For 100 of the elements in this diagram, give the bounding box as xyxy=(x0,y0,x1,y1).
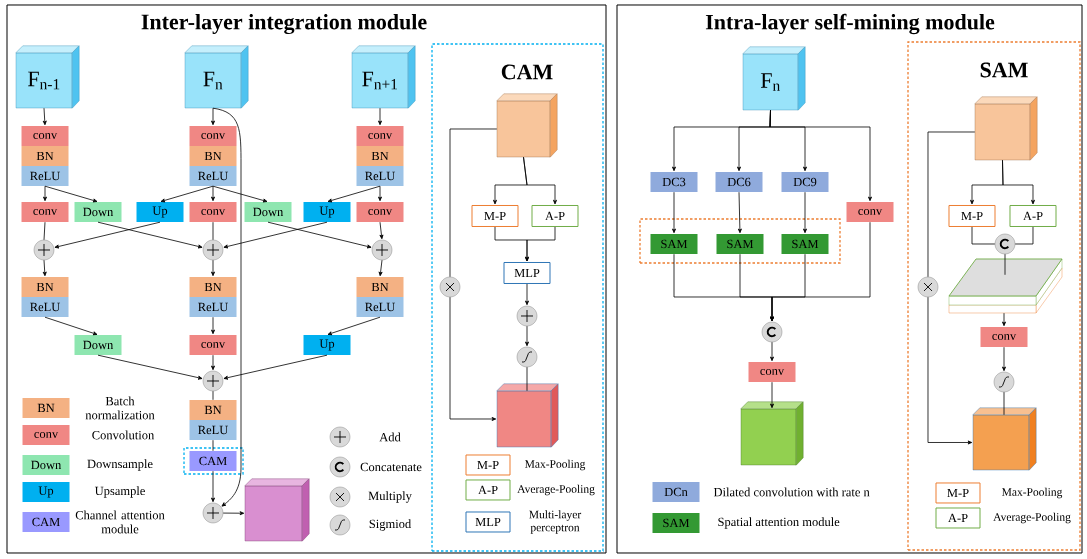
add-symbol xyxy=(202,239,224,261)
multiply-symbol xyxy=(439,276,461,298)
legend-text: Add xyxy=(379,432,401,442)
layer-block: conv xyxy=(846,202,894,222)
arrow xyxy=(54,221,161,249)
arrow xyxy=(378,259,383,277)
arrow xyxy=(525,325,529,347)
legend-text: Spatial attention module xyxy=(718,517,840,529)
arrow xyxy=(1002,312,1006,327)
add-symbol xyxy=(516,305,538,327)
layer-block: BN xyxy=(189,277,237,297)
arrow xyxy=(523,156,557,205)
layer-block: SAM xyxy=(716,234,764,254)
add-symbol xyxy=(371,239,393,261)
layer-block: conv xyxy=(189,202,237,222)
arrow xyxy=(212,107,242,507)
arrow xyxy=(211,185,215,202)
layer-block: BN xyxy=(189,400,237,420)
feature-cube: F$_{n}$ xyxy=(742,46,806,111)
legend-key: A-P xyxy=(935,507,981,529)
connector-line xyxy=(1004,253,1006,276)
layer-block: ReLU xyxy=(356,166,404,186)
legend-text: Convolution xyxy=(92,430,155,440)
sigmoid-symbol xyxy=(516,346,538,368)
layer-block: conv xyxy=(356,126,404,146)
layer-block: Down xyxy=(74,335,122,355)
legend-text: Average-Pooling xyxy=(993,512,1071,524)
operation-box: A-P xyxy=(531,205,579,227)
legend-text: Concatenate xyxy=(360,462,422,472)
sigmoid-symbol xyxy=(993,371,1015,393)
layer-block: BN xyxy=(356,146,404,166)
arrow xyxy=(43,185,47,202)
arrow xyxy=(327,316,381,336)
connector-line xyxy=(1003,391,1005,416)
layer-block: Up xyxy=(303,202,351,222)
layer-block: DC6 xyxy=(715,172,763,192)
feature-cube xyxy=(496,383,559,448)
layer-block: conv xyxy=(980,327,1028,347)
add-symbol xyxy=(202,502,224,524)
layer-block: Down xyxy=(244,202,292,222)
legend-key: A-P xyxy=(465,479,511,501)
feature-cube xyxy=(496,93,558,158)
arrow xyxy=(44,185,98,203)
operation-box: A-P xyxy=(1009,205,1057,227)
layer-block: Up xyxy=(303,335,351,355)
layer-block: Up xyxy=(136,202,184,222)
arrow xyxy=(525,226,556,262)
arrow xyxy=(97,221,203,249)
feature-cube: F$_{n}$ xyxy=(184,45,249,109)
arrow xyxy=(770,341,774,362)
arrow xyxy=(44,316,98,336)
dashed-box xyxy=(639,218,841,264)
arrow xyxy=(212,185,268,203)
layer-block: BN xyxy=(356,277,404,297)
arrow xyxy=(211,107,215,126)
layer-block: BN xyxy=(21,146,69,166)
legend-text: Batch normalization xyxy=(85,396,155,420)
layer-block: ReLU xyxy=(21,297,69,317)
layer-block: conv xyxy=(189,335,237,355)
layer-block: BN xyxy=(189,146,237,166)
layer-block: ReLU xyxy=(189,420,237,440)
legend-key: M-P xyxy=(465,454,511,476)
arrow xyxy=(803,191,807,234)
layer-block: DC9 xyxy=(781,172,829,192)
connector-line xyxy=(449,128,498,278)
arrow xyxy=(449,296,497,421)
arrow xyxy=(1002,346,1006,372)
arrow xyxy=(223,354,328,380)
arrow xyxy=(770,381,774,409)
legend-text: Max-Pooling xyxy=(1002,487,1063,499)
connector-line xyxy=(971,226,996,245)
arrow xyxy=(737,191,742,234)
arrow xyxy=(97,354,203,380)
connector-line xyxy=(212,439,214,452)
connector-line xyxy=(526,366,528,392)
legend-text: Sigmiod xyxy=(369,519,412,531)
arrow xyxy=(267,221,372,249)
legend-key: M-P xyxy=(935,482,981,504)
layer-block: BN xyxy=(21,277,69,297)
layer-block: conv xyxy=(748,362,796,382)
arrow xyxy=(378,107,382,126)
layer-block: conv xyxy=(21,126,69,146)
multiply-symbol xyxy=(917,276,939,298)
arrow xyxy=(672,191,676,234)
concatenate-symbol xyxy=(761,321,783,343)
arrow xyxy=(160,185,214,203)
arrow xyxy=(769,109,872,202)
legend-text: Average-Pooling xyxy=(517,484,595,496)
arrow xyxy=(211,316,215,335)
legend-text: Dilated convolution with rate n xyxy=(713,487,870,497)
arrow xyxy=(525,283,529,306)
feature-cube xyxy=(740,401,804,466)
layer-block: SAM xyxy=(650,234,698,254)
arrow xyxy=(223,221,328,249)
operation-box: MLP xyxy=(503,262,551,284)
layer-block: ReLU xyxy=(189,166,237,186)
arrow xyxy=(222,511,245,516)
arrow xyxy=(42,107,47,126)
layer-block: ReLU xyxy=(189,297,237,317)
feature-cube xyxy=(974,96,1038,161)
